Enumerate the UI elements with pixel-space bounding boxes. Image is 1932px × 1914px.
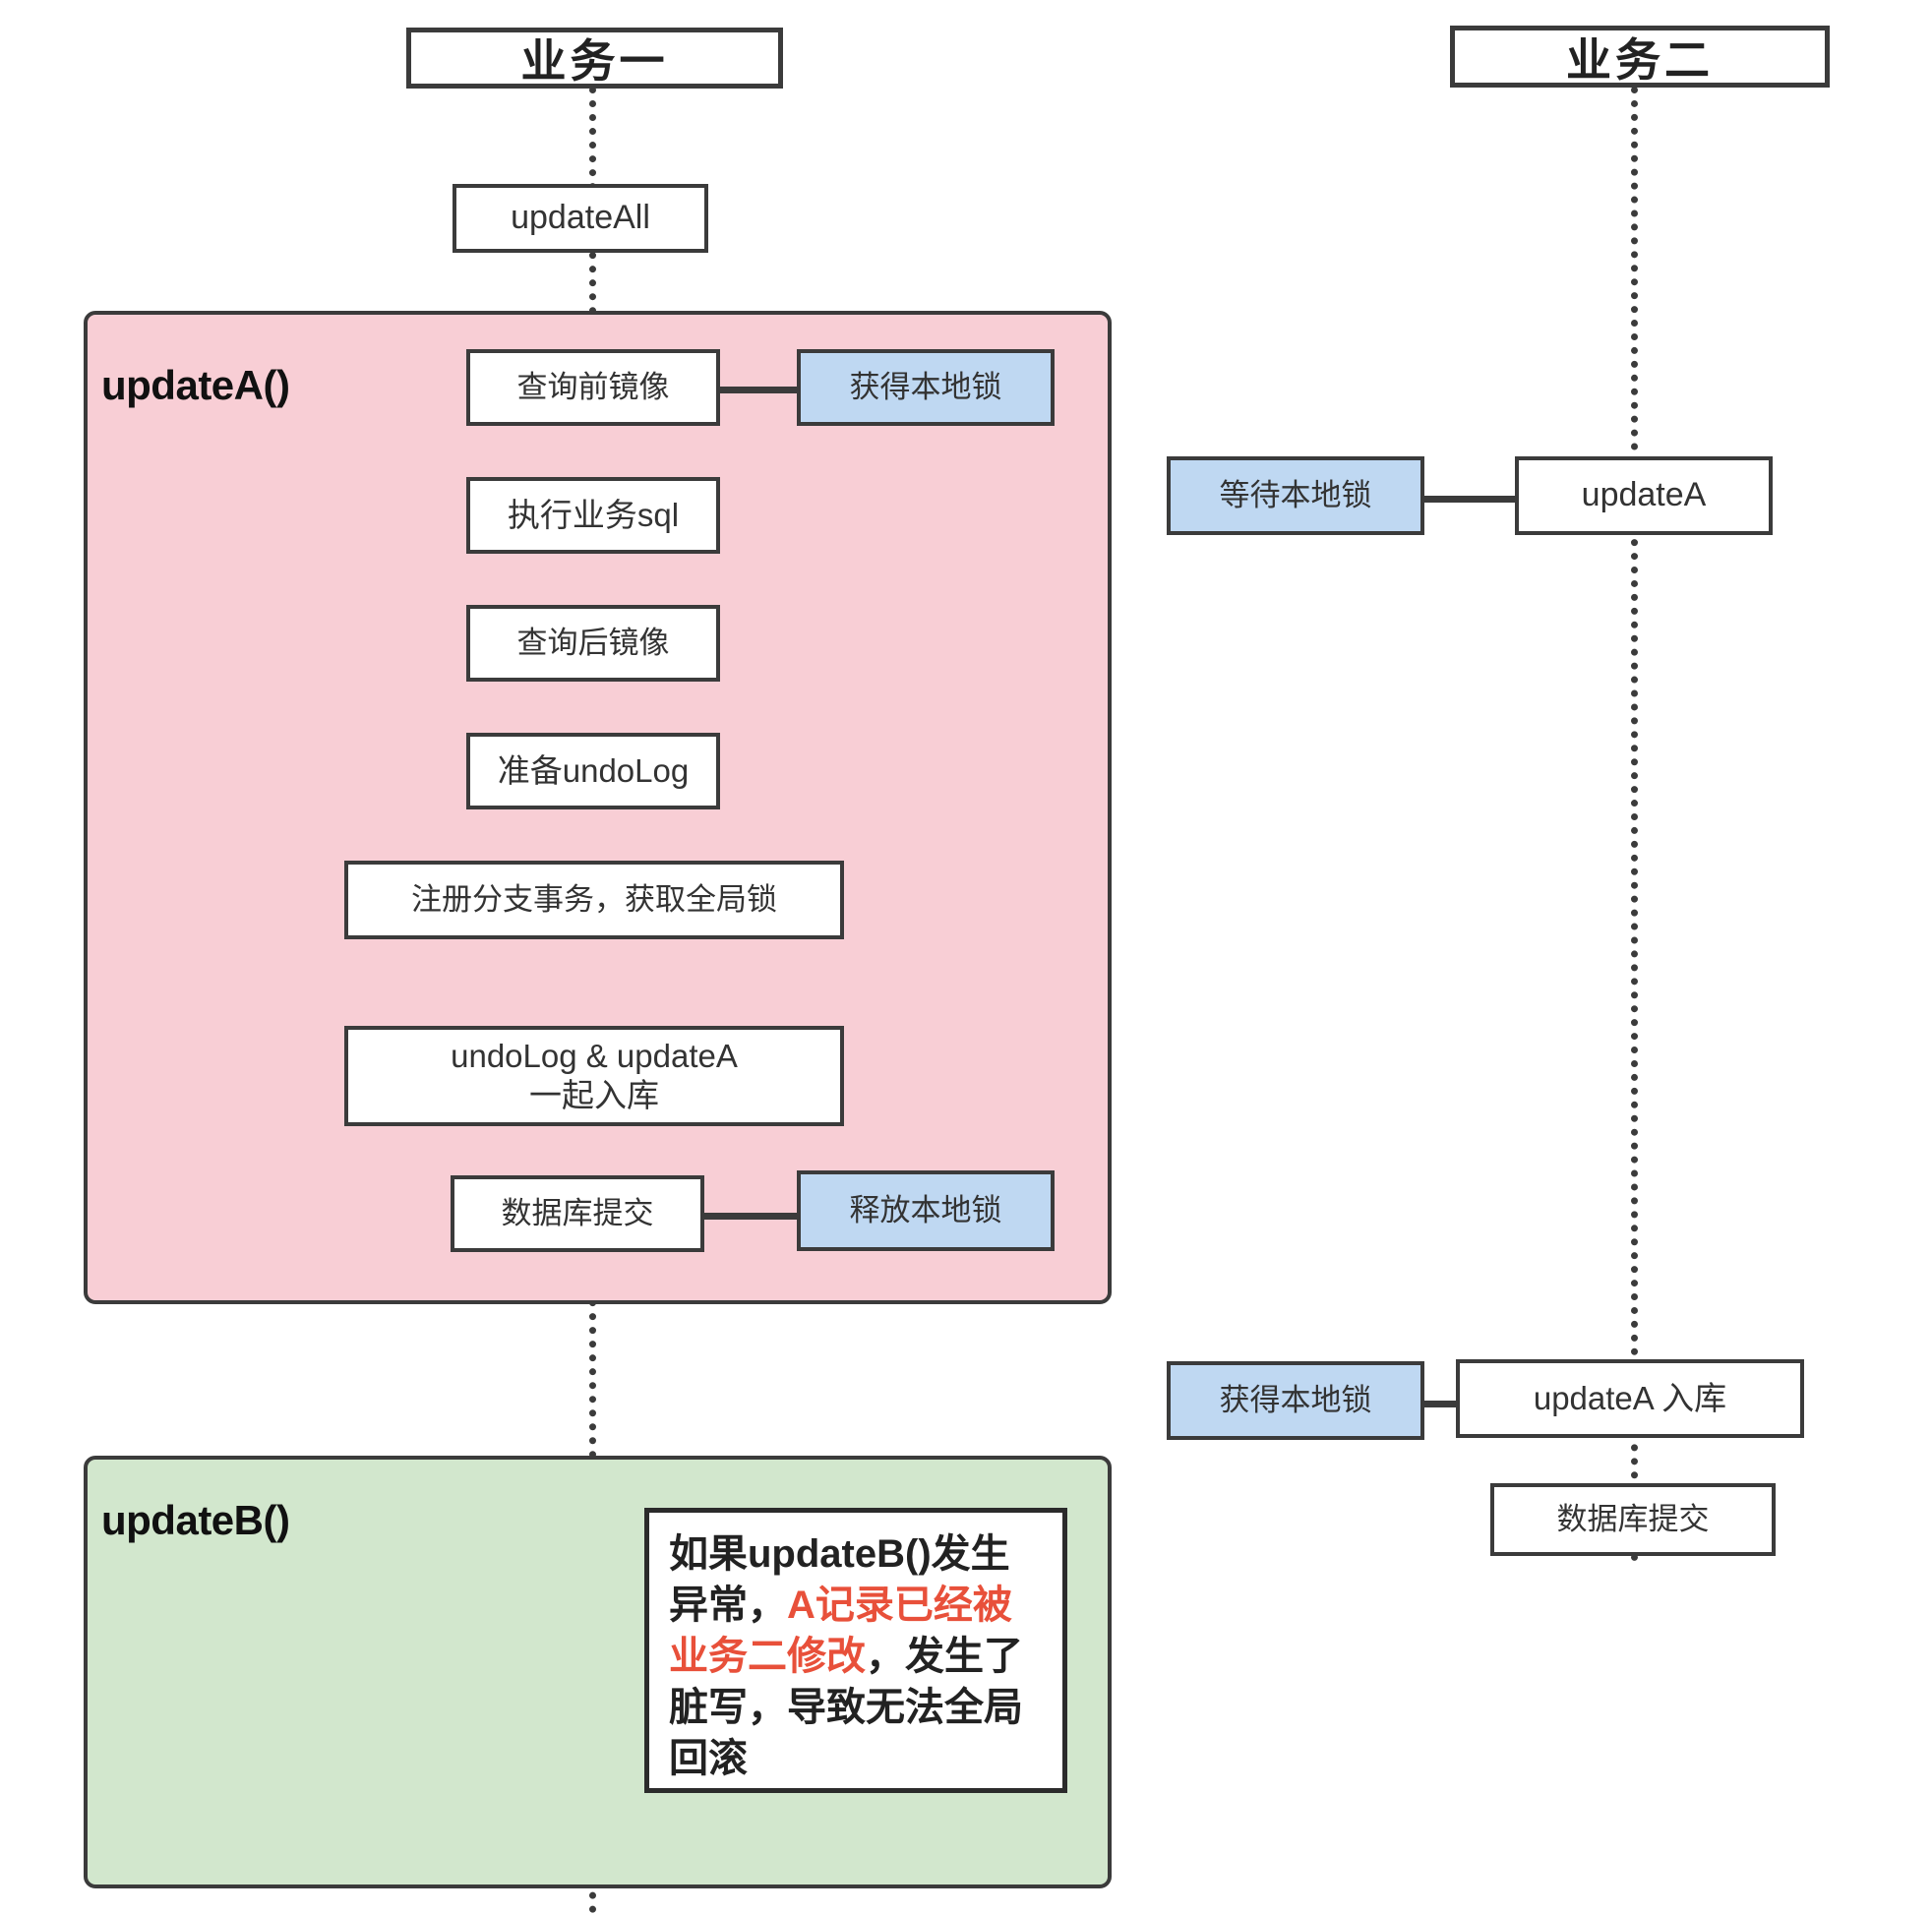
node-update-a-insert-label: updateA 入库 bbox=[1533, 1379, 1727, 1416]
node-query-after-image-label: 查询后镜像 bbox=[516, 626, 670, 661]
node-db-commit-right[interactable]: 数据库提交 bbox=[1490, 1483, 1776, 1556]
node-prepare-undolog[interactable]: 准备undoLog bbox=[466, 733, 720, 809]
node-undolog-updatea-insert[interactable]: undoLog & updateA 一起入库 bbox=[344, 1026, 844, 1126]
node-release-local-lock[interactable]: 释放本地锁 bbox=[797, 1170, 1055, 1251]
connector-wait-lock-to-updatea bbox=[1423, 496, 1518, 503]
node-undolog-updatea-line2: 一起入库 bbox=[529, 1077, 659, 1113]
node-update-a-right-label: updateA bbox=[1581, 476, 1707, 514]
node-exec-business-sql[interactable]: 执行业务sql bbox=[466, 477, 720, 554]
lifeline-business-two bbox=[1631, 87, 1638, 1562]
note-part-3: ，发生了脏写，导致无法全局回滚 bbox=[669, 1635, 1023, 1780]
node-db-commit-right-label: 数据库提交 bbox=[1556, 1502, 1710, 1537]
note-part-1: 如果updateB()发生异常， bbox=[669, 1532, 1010, 1627]
note-part-2-highlight: A记录已经被业务二修改 bbox=[669, 1584, 1012, 1678]
connector-db-commit-to-release-lock bbox=[703, 1213, 800, 1220]
node-update-all[interactable]: updateAll bbox=[453, 184, 708, 253]
actor-business-two-label: 业务二 bbox=[1566, 33, 1714, 86]
node-prepare-undolog-label: 准备undoLog bbox=[497, 751, 690, 789]
actor-business-two[interactable]: 业务二 bbox=[1450, 26, 1830, 88]
node-query-before-image[interactable]: 查询前镜像 bbox=[466, 349, 720, 426]
node-db-commit-left[interactable]: 数据库提交 bbox=[451, 1175, 704, 1252]
node-update-a-insert[interactable]: updateA 入库 bbox=[1456, 1359, 1804, 1438]
node-acquire-local-lock-right[interactable]: 获得本地锁 bbox=[1167, 1361, 1424, 1440]
node-update-all-label: updateAll bbox=[511, 199, 650, 237]
node-register-branch-transaction-label: 注册分支事务，获取全局锁 bbox=[411, 882, 777, 918]
node-release-local-lock-label: 释放本地锁 bbox=[849, 1193, 1002, 1228]
node-db-commit-left-label: 数据库提交 bbox=[501, 1196, 654, 1231]
node-register-branch-transaction[interactable]: 注册分支事务，获取全局锁 bbox=[344, 861, 844, 939]
connector-query-before-to-lock bbox=[719, 387, 800, 393]
node-wait-local-lock-label: 等待本地锁 bbox=[1219, 478, 1372, 513]
actor-business-one[interactable]: 业务一 bbox=[406, 28, 783, 89]
group-updatea-label: updateA() bbox=[101, 362, 290, 408]
note-dirty-write-warning: 如果updateB()发生异常，A记录已经被业务二修改，发生了脏写，导致无法全局… bbox=[644, 1508, 1067, 1793]
node-undolog-updatea-line1: undoLog & updateA bbox=[451, 1037, 738, 1074]
actor-business-one-label: 业务一 bbox=[520, 35, 669, 87]
group-updateb-label: updateB() bbox=[101, 1497, 290, 1543]
node-acquire-local-lock[interactable]: 获得本地锁 bbox=[797, 349, 1055, 426]
connector-acquire-lock-to-insert bbox=[1423, 1401, 1458, 1407]
node-exec-business-sql-label: 执行业务sql bbox=[507, 496, 680, 533]
node-acquire-local-lock-label: 获得本地锁 bbox=[849, 370, 1002, 405]
node-wait-local-lock[interactable]: 等待本地锁 bbox=[1167, 456, 1424, 535]
node-update-a-right[interactable]: updateA bbox=[1515, 456, 1773, 535]
node-acquire-local-lock-right-label: 获得本地锁 bbox=[1219, 1383, 1372, 1418]
node-query-after-image[interactable]: 查询后镜像 bbox=[466, 605, 720, 682]
node-query-before-image-label: 查询前镜像 bbox=[516, 370, 670, 405]
